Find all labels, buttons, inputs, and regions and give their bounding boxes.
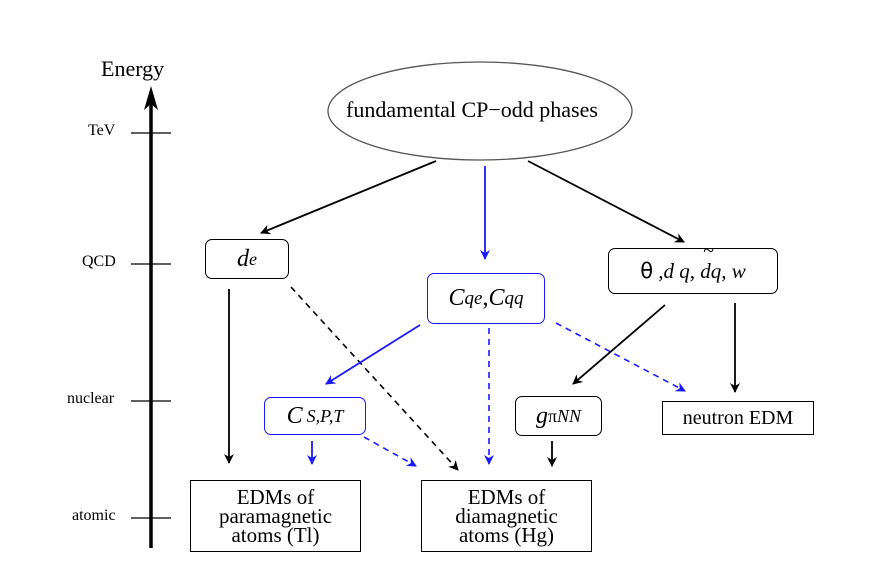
node-cq-comma: , [482, 285, 489, 311]
node-dia-line3: atoms (Hg) [458, 522, 555, 547]
scale-label-qcd: QCD [82, 253, 116, 270]
arrow-de-to-dia [290, 286, 459, 471]
arrow-csp-to-dia [363, 436, 417, 467]
node-diamagnetic: EDMs of diamagnetic atoms (Hg) [421, 480, 592, 552]
scale-label-nuclear: nuclear [67, 390, 115, 407]
node-cq-s2: qq [504, 287, 524, 309]
node-dia-line2: diamagnetic [455, 503, 558, 528]
arrow-cq-to-neutron [555, 322, 686, 392]
arrow-cq-to-csp [325, 324, 421, 385]
node-cq-c1: C [448, 285, 465, 311]
node-para-line1: EDMs of [236, 484, 315, 509]
node-para-line2: paramagnetic [218, 503, 333, 528]
node-para-line3: atoms (Tl) [231, 522, 320, 547]
arrow-top-to-theta [527, 160, 685, 243]
node-de-sub: e [249, 248, 257, 269]
scale-label-tev: TeV [88, 122, 116, 139]
node-csp-sub: S,P,T [306, 405, 344, 426]
node-gpi-main: g [535, 402, 548, 429]
top-ellipse [327, 61, 633, 161]
node-theta-w: , w [721, 258, 746, 283]
scale-label-atomic: atomic [72, 507, 116, 524]
node-csp-main: C [286, 402, 303, 429]
node-neutron-edm: neutron EDM [662, 401, 814, 435]
node-cq-s1: qe [464, 287, 483, 309]
node-dia-line1: EDMs of [467, 484, 546, 509]
energy-axis-title: Energy [101, 56, 165, 81]
node-theta-tilde-dq: dq [700, 258, 722, 283]
node-de-main: d [237, 245, 249, 272]
top-node-label: fundamental CP−odd phases [346, 97, 598, 122]
node-theta: θ ,d q, ~dq, w [608, 240, 778, 294]
arrow-top-to-de [260, 160, 437, 235]
node-theta-symbol: θ [640, 259, 654, 283]
node-gpi-sub-nn: NN [557, 405, 582, 426]
node-theta-dq: ,d q, [653, 258, 701, 283]
arrow-theta-to-gpi [572, 304, 666, 385]
node-theta-tilde: ~ [703, 239, 715, 262]
node-paramagnetic: EDMs of paramagnetic atoms (Tl) [190, 480, 361, 552]
node-cq-c2: C [488, 285, 505, 311]
node-gpi-sub-pi: π [547, 405, 558, 426]
energy-axis-arrowhead [144, 86, 158, 110]
node-neutron-label: neutron EDM [682, 406, 794, 429]
